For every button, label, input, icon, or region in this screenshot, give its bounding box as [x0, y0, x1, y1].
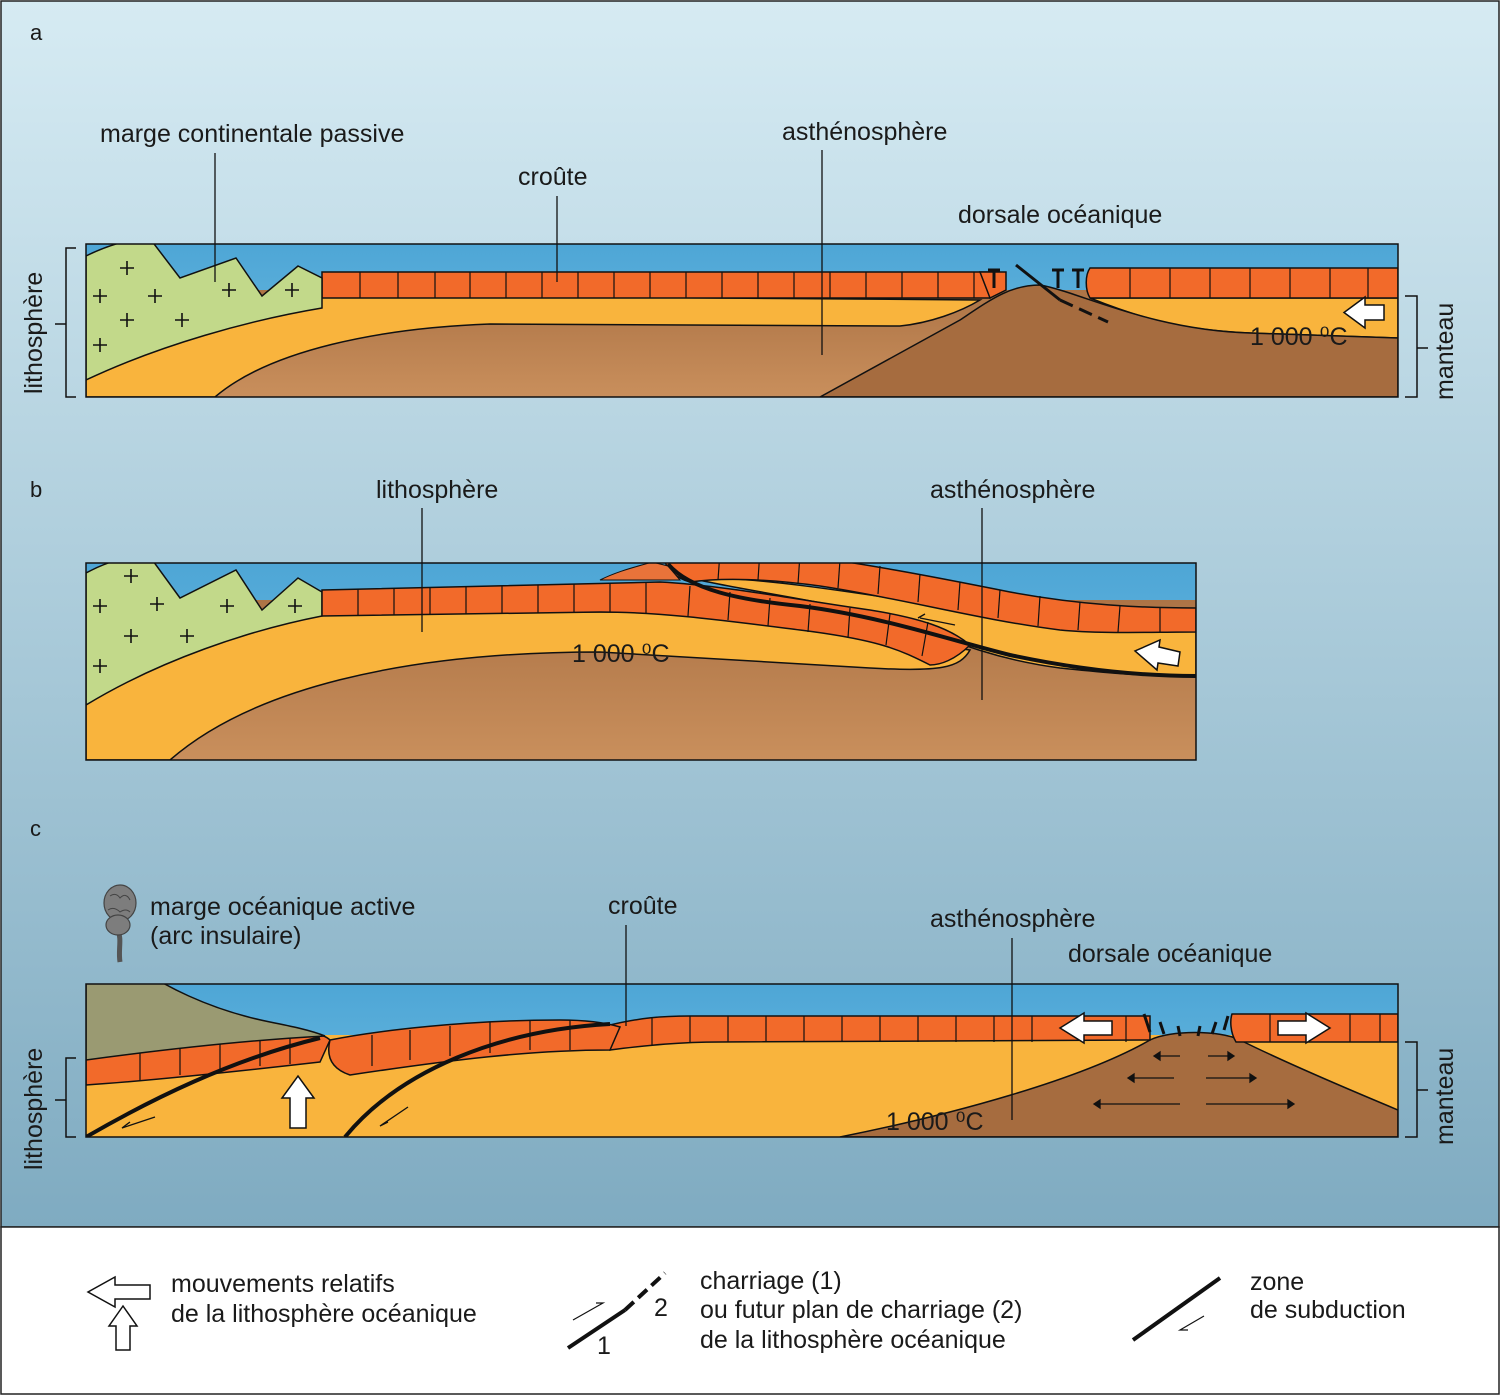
- panel-b-leaders: [421, 508, 983, 700]
- panel-c-lithosphere-bracket: [55, 1057, 76, 1138]
- legend-subduction-line2: de subduction: [1250, 1296, 1406, 1324]
- panel-a-frame: [85, 243, 1399, 398]
- panel-a-manteau-side-label: manteau: [1431, 303, 1459, 400]
- panel-a-ridge-faults: [988, 263, 1109, 324]
- legend-charriage-line3: de la lithosphère océanique: [700, 1326, 1006, 1354]
- panel-c-frame: [85, 983, 1399, 1138]
- panel-c: c: [20, 816, 1459, 1170]
- panel-c-subduction-line-2: [343, 1022, 611, 1137]
- legend-charriage-icon: [566, 1271, 667, 1350]
- legend: mouvements relatifs de la lithosphère oc…: [86, 1267, 1406, 1360]
- panel-b: b: [30, 476, 1197, 761]
- panel-b-continent-crosses: [93, 569, 302, 673]
- panel-c-manteau-side-label: manteau: [1431, 1048, 1459, 1145]
- panel-b-temperature-label: 1 000 ⁰C: [572, 640, 670, 668]
- legend-subduction-line1: zone: [1250, 1268, 1304, 1296]
- panel-b-thrust-line: [666, 563, 1196, 678]
- panel-a-asthenosphere-label: asthénosphère: [782, 118, 947, 146]
- panel-b-lithosphere-label: lithosphère: [376, 476, 498, 504]
- legend-mouvements-line1: mouvements relatifs: [171, 1270, 395, 1298]
- panel-b-asthenosphere-label: asthénosphère: [930, 476, 1095, 504]
- panel-c-spreading-arrows: [1092, 1050, 1296, 1110]
- panel-a-marge-label: marge continentale passive: [100, 120, 404, 148]
- legend-motion-arrow-left-icon: [86, 1275, 151, 1309]
- panel-a-lithosphere-side-label: lithosphère: [20, 272, 48, 394]
- panel-c-crust-mid: [328, 1019, 622, 1076]
- panel-b-frame: [85, 562, 1197, 761]
- panel-c-shear-arrow-1: [121, 1116, 156, 1129]
- panel-c-volcanic-arc: [86, 984, 326, 1061]
- panel-c-crust-segments: [139, 1014, 1381, 1080]
- panel-c-leaders: [625, 925, 1013, 1120]
- panel-a-ridge: [819, 284, 1398, 397]
- legend-mouvements-line2: de la lithosphère océanique: [171, 1300, 477, 1328]
- panel-a: a: [20, 20, 1459, 400]
- panel-c-letter: c: [30, 816, 41, 841]
- panel-b-crust-lower: [321, 581, 972, 666]
- panel-c-marge-label-line2: (arc insulaire): [150, 922, 301, 950]
- panel-c-ridge-faults: [1142, 1013, 1230, 1037]
- panel-c-asthenosphere-label: asthénosphère: [930, 905, 1095, 933]
- panel-c-right-motion-arrow: [1277, 1011, 1332, 1045]
- panel-c-uplift-arrow: [280, 1074, 316, 1129]
- panel-a-leaders: [214, 150, 823, 355]
- panel-c-subduction-line-1: [86, 1036, 321, 1137]
- panel-a-manteau-bracket: [1405, 295, 1428, 398]
- panel-a-dorsale-label: dorsale océanique: [958, 201, 1162, 229]
- panel-c-manteau-bracket: [1405, 1041, 1428, 1138]
- panel-a-crust-left: [321, 271, 991, 299]
- panel-a-croute-label: croûte: [518, 163, 587, 191]
- panel-a-temperature-label: 1 000 ⁰C: [1250, 323, 1348, 351]
- legend-motion-arrow-up-icon: [107, 1304, 139, 1351]
- panel-a-letter: a: [30, 20, 43, 45]
- panel-c-volcanic-plume-icon: [103, 884, 137, 963]
- legend-box: [0, 1226, 1500, 1395]
- legend-charriage-line1: charriage (1): [700, 1267, 842, 1295]
- panel-c-dorsale-label: dorsale océanique: [1068, 940, 1272, 968]
- panel-c-left-motion-arrow: [1058, 1011, 1113, 1045]
- panel-b-letter: b: [30, 477, 42, 502]
- panel-c-marge-label-line1: marge océanique active: [150, 893, 415, 921]
- panel-c-temperature-label: 1 000 ⁰C: [886, 1108, 984, 1136]
- legend-charriage-num1: 1: [597, 1332, 611, 1360]
- panel-a-crust-segments: [359, 268, 1369, 298]
- panel-a-motion-arrow: [1342, 295, 1385, 330]
- panel-c-shear-arrow-2: [379, 1106, 409, 1127]
- panel-c-lithosphere-side-label: lithosphère: [20, 1048, 48, 1170]
- panel-a-continent-crosses: [93, 261, 299, 352]
- legend-charriage-num2: 2: [654, 1294, 668, 1322]
- panel-b-sediment-wedge: [599, 563, 682, 581]
- legend-subduction-icon: [1131, 1276, 1222, 1342]
- panel-a-lithosphere-bracket: [55, 247, 76, 398]
- panel-c-croute-label: croûte: [608, 892, 677, 920]
- legend-charriage-line2: ou futur plan de charriage (2): [700, 1296, 1022, 1324]
- panel-a-continent: [86, 244, 323, 381]
- panel-b-crust-upper-segments: [717, 563, 1161, 633]
- panel-b-shear-arrow: [917, 613, 956, 626]
- panel-a-crust-right: [1085, 267, 1398, 299]
- panel-b-motion-arrow: [1133, 638, 1181, 672]
